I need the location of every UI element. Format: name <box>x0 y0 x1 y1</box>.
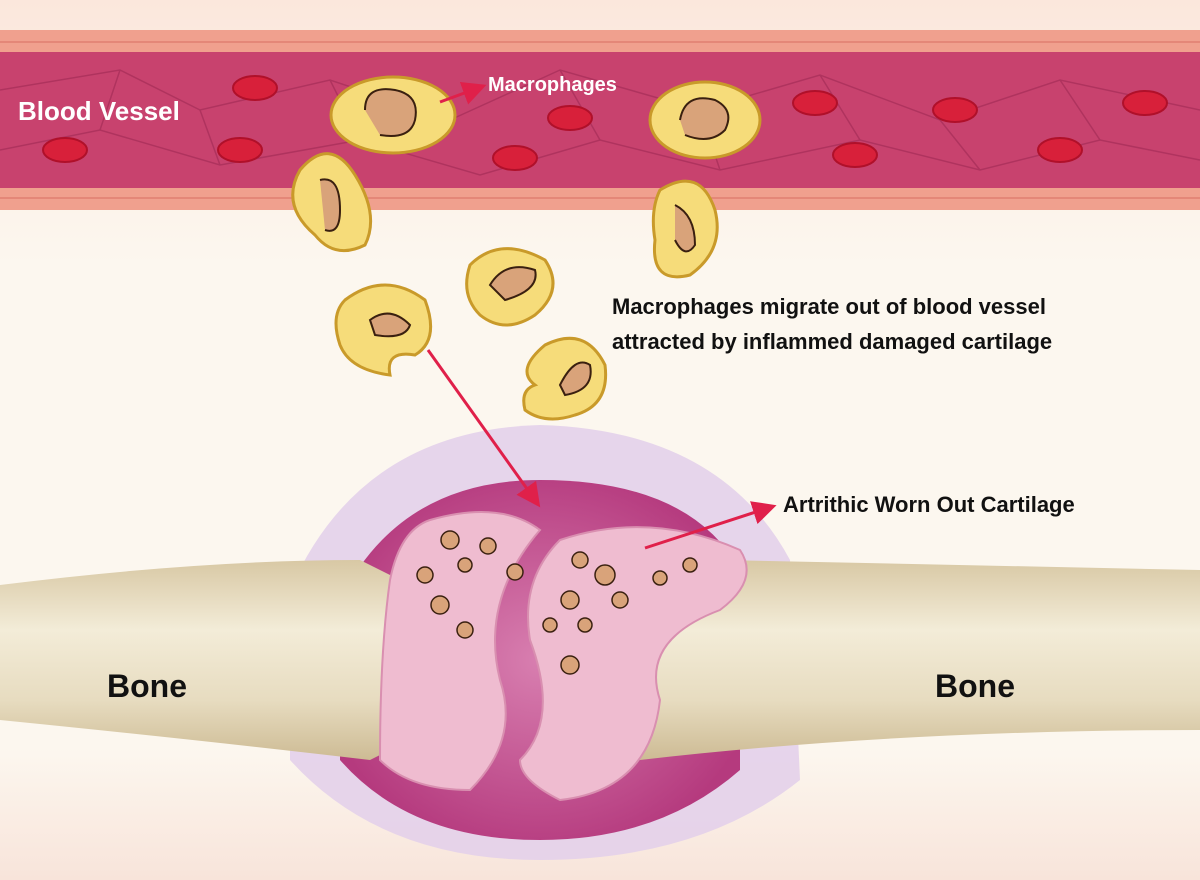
red-blood-cells <box>42 75 1168 171</box>
label-cartilage: Artrithic Worn Out Cartilage <box>783 492 1075 517</box>
label-migration-line2: attracted by inflammed damaged cartilage <box>612 329 1053 354</box>
macrophage-cell <box>522 336 608 421</box>
label-bone-right: Bone <box>935 668 1015 704</box>
macrophage-label-arrow <box>439 81 487 105</box>
label-bone-left: Bone <box>107 668 187 704</box>
macrophages <box>291 75 762 421</box>
macrophage-cell <box>329 75 457 155</box>
macrophage-cell <box>648 80 762 160</box>
macrophage-cell <box>291 152 373 253</box>
cartilage-lesions <box>416 530 698 675</box>
macrophage-cell <box>334 283 433 377</box>
label-migration-line1: Macrophages migrate out of blood vessel <box>612 294 1046 319</box>
blood-vessel <box>0 30 1200 210</box>
label-blood-vessel: Blood Vessel <box>18 96 180 126</box>
arrows <box>426 81 777 550</box>
bone-right <box>600 560 1200 760</box>
cartilage-label-arrow <box>644 501 777 550</box>
label-macrophages: Macrophages <box>488 74 617 96</box>
macrophage-cell <box>465 247 555 327</box>
macrophage-cell <box>651 179 719 279</box>
bone-left <box>0 560 430 760</box>
migration-arrow <box>426 349 541 508</box>
